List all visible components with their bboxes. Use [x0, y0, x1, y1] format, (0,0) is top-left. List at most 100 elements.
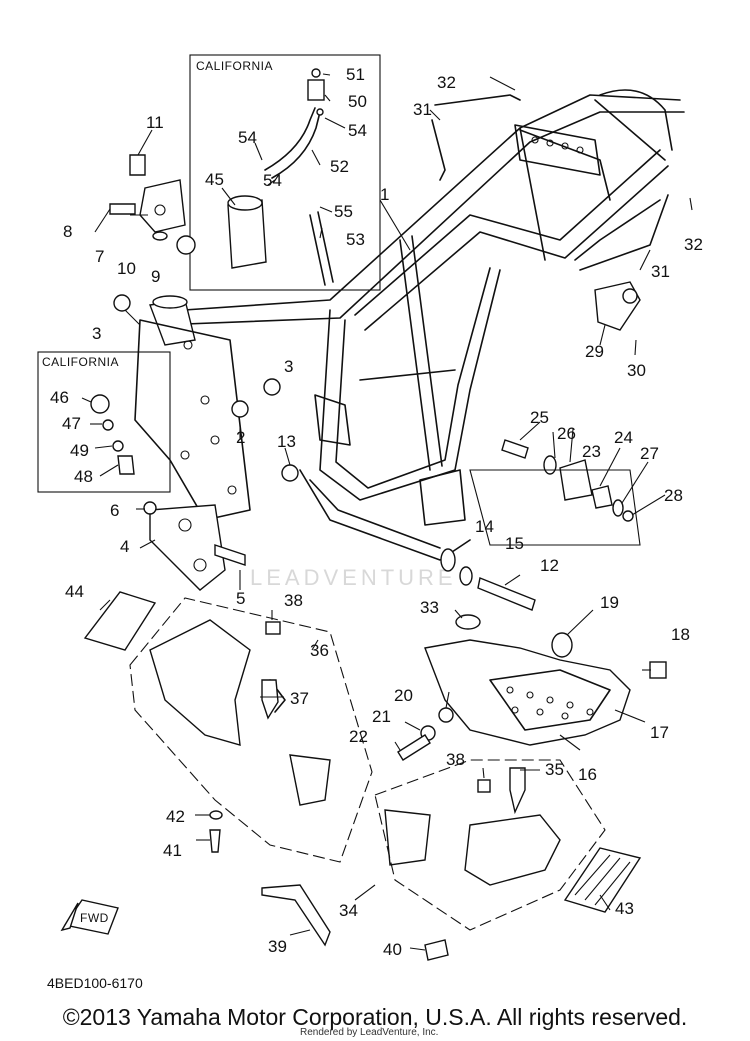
- fwd-arrow: FWD: [60, 899, 119, 935]
- grab-bar-upper-leg: [431, 119, 446, 181]
- callout: 32: [437, 73, 456, 92]
- clip-18: [649, 661, 667, 679]
- callout: 21: [372, 707, 391, 726]
- guard-group-36: [129, 597, 373, 863]
- grate-34: [384, 809, 431, 866]
- callout: 46: [50, 388, 69, 407]
- callout: 9: [151, 267, 160, 286]
- rivet-41: [209, 829, 221, 853]
- watermark: LEADVENTURE: [250, 565, 457, 590]
- callout: 10: [117, 259, 136, 278]
- callout: 40: [383, 940, 402, 959]
- bolt-11: [129, 154, 146, 176]
- callout: 5: [236, 589, 245, 608]
- grate-36: [289, 754, 331, 806]
- nut-9: [176, 235, 196, 255]
- washer-15: [459, 566, 473, 586]
- pad-44: [83, 591, 157, 651]
- part-49: [112, 440, 124, 452]
- guard-34: [464, 814, 561, 886]
- callout: 14: [475, 517, 494, 536]
- clip-38a: [265, 621, 281, 635]
- callout: 17: [650, 723, 669, 742]
- callout: 6: [110, 501, 119, 520]
- callout: 27: [640, 444, 659, 463]
- callout: 54: [263, 171, 282, 190]
- washer-20: [438, 707, 454, 723]
- nut-6: [143, 501, 157, 515]
- callout: 18: [671, 625, 690, 644]
- callout: 42: [166, 807, 185, 826]
- callout: 4: [120, 537, 129, 556]
- callout: 19: [600, 593, 619, 612]
- callout: 3: [284, 357, 293, 376]
- callout: 48: [74, 467, 93, 486]
- damper-33: [455, 614, 481, 630]
- washer-10: [152, 231, 168, 241]
- bolt-22: [397, 734, 431, 761]
- rubber-3b: [263, 378, 281, 396]
- washer-27: [612, 499, 624, 517]
- callout: 52: [330, 157, 349, 176]
- strap-39: [261, 884, 331, 947]
- washer-26: [543, 455, 557, 475]
- callout: 54: [348, 121, 367, 140]
- callout: 39: [268, 937, 287, 956]
- callout: 1: [380, 185, 389, 204]
- guard-group-34: [374, 759, 606, 931]
- part-48: [117, 455, 135, 475]
- bolt-25: [501, 439, 529, 459]
- callout: 26: [557, 424, 576, 443]
- california-box-left: [37, 351, 171, 493]
- part-code: 4BED100-6170: [47, 975, 143, 991]
- callout: 38: [284, 591, 303, 610]
- callout: 12: [540, 556, 559, 575]
- callout: 47: [62, 414, 81, 433]
- rendered-by: Rendered by LeadVenture, Inc.: [300, 1027, 439, 1038]
- collar-24: [591, 485, 613, 509]
- callout: 54: [238, 128, 257, 147]
- callout: 51: [346, 65, 365, 84]
- callout: 25: [530, 408, 549, 427]
- callout: 38: [446, 750, 465, 769]
- callout: 53: [346, 230, 365, 249]
- collar-23: [559, 459, 593, 501]
- callout: 29: [585, 342, 604, 361]
- california-box-upper-title: CALIFORNIA: [196, 59, 273, 73]
- callout: 23: [582, 442, 601, 461]
- damper-19: [551, 632, 573, 658]
- callout: 35: [545, 760, 564, 779]
- canister-assembly: [227, 68, 334, 286]
- callout: 31: [651, 262, 670, 281]
- nut-13: [281, 464, 299, 482]
- bolt-8: [109, 203, 136, 215]
- engine-bracket-4: [149, 504, 226, 591]
- callout: 28: [664, 486, 683, 505]
- washer-42: [209, 810, 223, 820]
- callout: 37: [290, 689, 309, 708]
- callout: 22: [349, 727, 368, 746]
- callout: 45: [205, 170, 224, 189]
- callout-labels: 1 2 3 3 4 5 6 7 8 9 10 11 12 13 14 15 16…: [50, 65, 703, 959]
- callout: 32: [684, 235, 703, 254]
- callout: 31: [413, 100, 432, 119]
- grab-bar-lower: [574, 199, 661, 261]
- front-gusset: [134, 319, 251, 521]
- callout: 41: [163, 841, 182, 860]
- grab-bar-lower-leg: [579, 194, 669, 271]
- callout: 15: [505, 534, 524, 553]
- callout: 11: [146, 113, 164, 132]
- clip-38b: [477, 779, 491, 793]
- nut-28: [622, 510, 634, 522]
- guard-36: [149, 619, 251, 746]
- leader-lines: [81, 73, 693, 951]
- bolt-12: [477, 577, 536, 611]
- copyright-footer: ©2013 Yamaha Motor Corporation, U.S.A. A…: [62, 1004, 688, 1030]
- callout: 34: [339, 901, 358, 920]
- frame-assembly: [149, 89, 685, 561]
- callout: 49: [70, 441, 89, 460]
- callout: 16: [578, 765, 597, 784]
- callout: 3: [92, 324, 101, 343]
- fwd-label: FWD: [80, 911, 109, 925]
- callout: 24: [614, 428, 633, 447]
